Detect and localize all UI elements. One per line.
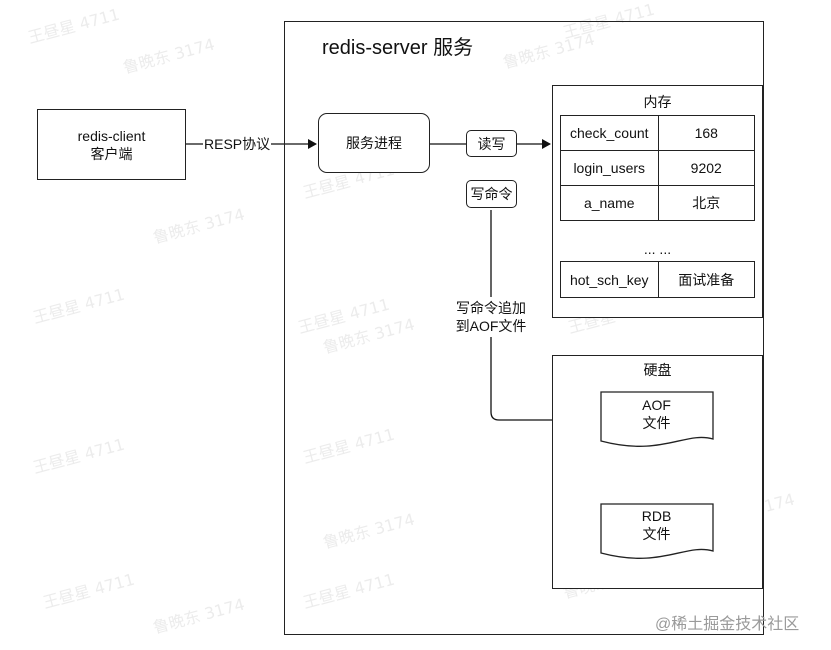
redis-client-box: redis-client 客户端: [37, 109, 186, 180]
server-title: redis-server 服务: [322, 37, 474, 59]
value-cell: 9202: [658, 150, 755, 186]
table-row: login_users 9202: [560, 150, 755, 186]
aof-document-shape: [600, 391, 714, 447]
value-cell: 面试准备: [658, 261, 755, 298]
rdb-label-line2: 文件: [642, 526, 671, 542]
memory-title: 内存: [643, 94, 672, 110]
rdb-document-shape: [600, 503, 714, 559]
disk-title: 硬盘: [643, 362, 672, 378]
write-command-label: 写命令: [466, 180, 517, 208]
key-cell: check_count: [560, 115, 659, 151]
append-label-line1: 写命令追加: [456, 300, 526, 316]
footer-watermark: @稀土掘金技术社区: [655, 616, 800, 633]
service-process-box: 服务进程: [318, 113, 430, 173]
aof-file-label: AOF 文件: [600, 396, 713, 432]
value-cell: 168: [658, 115, 755, 151]
table-row: check_count 168: [560, 115, 755, 151]
aof-label-line2: 文件: [642, 415, 671, 431]
aof-label-line1: AOF: [642, 397, 671, 413]
memory-table: check_count 168 login_users 9202 a_name …: [560, 115, 755, 221]
rdb-label-line1: RDB: [641, 508, 672, 524]
memory-last-row: hot_sch_key 面试准备: [560, 261, 755, 298]
rdb-file-label: RDB 文件: [600, 507, 713, 543]
write-to-aof-arrow: [490, 210, 600, 425]
table-row: a_name 北京: [560, 185, 755, 221]
client-name: redis-client: [77, 127, 146, 144]
append-label-line2: 到AOF文件: [455, 318, 527, 334]
memory-ellipsis: ... ...: [643, 241, 672, 257]
key-cell: login_users: [560, 150, 659, 186]
append-aof-label: 写命令追加 到AOF文件: [445, 297, 537, 337]
read-write-label: 读写: [466, 130, 517, 157]
redis-server-container: [284, 21, 764, 635]
value-cell: 北京: [658, 185, 755, 221]
protocol-label: RESP协议: [203, 135, 272, 153]
client-label: 客户端: [90, 145, 133, 162]
key-cell: a_name: [560, 185, 659, 221]
key-cell: hot_sch_key: [560, 261, 659, 298]
